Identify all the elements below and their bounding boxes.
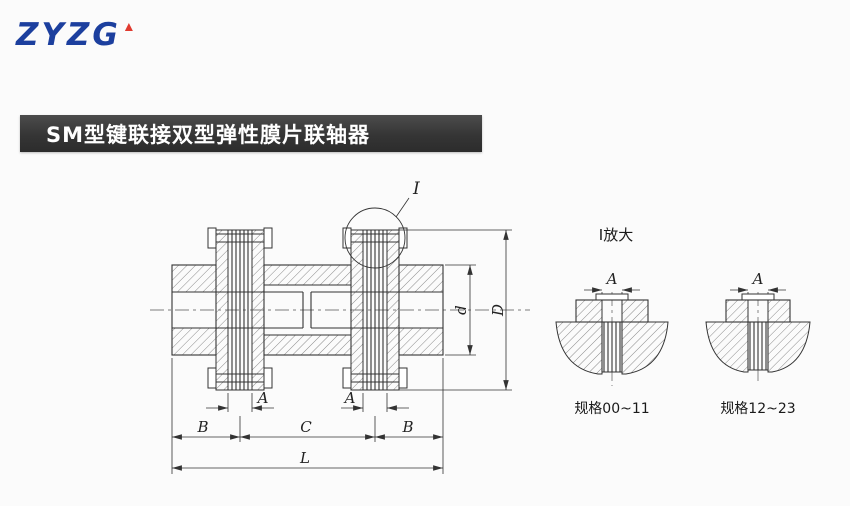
dim-label-b-left: B (196, 418, 208, 436)
dim-label-a-right: A (343, 389, 356, 407)
detail2-fork-right (767, 321, 811, 373)
dim-label-b-right: B (401, 418, 413, 436)
drawing-area: I d D A (0, 172, 850, 502)
detail1-fork-left (555, 321, 603, 375)
detail2-fork-left (705, 321, 749, 373)
shaft-bore-lines (216, 291, 399, 329)
left-hub-flange (215, 229, 229, 391)
detail1-fork-right (621, 321, 669, 375)
left-membrane-pack (228, 229, 252, 391)
right-spacer-flange (350, 229, 364, 391)
detail1-membrane-pack (601, 322, 623, 373)
right-membrane-pack (363, 229, 387, 391)
logo: ZYZG (16, 20, 133, 51)
main-section-view: I d D A (150, 179, 530, 474)
dim-label-d: d (452, 305, 470, 315)
detail2-caption: 规格12~23 (720, 401, 795, 417)
left-hub-hatch-bottom (171, 327, 217, 356)
left-hub-hatch-top (171, 264, 217, 293)
detail-view-2: A 规格12~23 (705, 270, 811, 417)
right-hub-flange (386, 229, 400, 391)
detail1-caption: 规格00~11 (574, 401, 649, 417)
spacer-hatch-top (263, 264, 352, 286)
title-banner: SM型键联接双型弹性膜片联轴器 (20, 115, 482, 152)
left-spacer-flange (251, 229, 265, 391)
dimension-lines (171, 229, 512, 474)
right-hub-hatch-bottom (398, 327, 444, 356)
detail1-dim-a: A (605, 270, 618, 288)
detail-callout-circle (344, 207, 406, 269)
page-title: SM型键联接双型弹性膜片联轴器 (46, 122, 371, 147)
detail2-membrane-pack (747, 322, 769, 371)
logo-accent-triangle-icon (124, 23, 133, 31)
callout-leader-line (395, 197, 410, 218)
logo-text: ZYZG (16, 17, 121, 53)
detail-title: I放大 (599, 226, 633, 244)
callout-label: I (412, 179, 420, 199)
right-hub-hatch-top (398, 264, 444, 293)
dim-label-l: L (299, 449, 310, 467)
coupling-technical-drawing: I d D A (150, 179, 811, 474)
spacer-hatch-bottom (263, 334, 352, 356)
left-bolt-set (207, 227, 273, 389)
dim-label-c: C (300, 418, 312, 436)
dim-label-a-left: A (256, 389, 269, 407)
detail-view-1: A 规格00~11 (555, 270, 669, 417)
dim-label-D: D (489, 304, 507, 317)
detail2-dim-a: A (751, 270, 764, 288)
